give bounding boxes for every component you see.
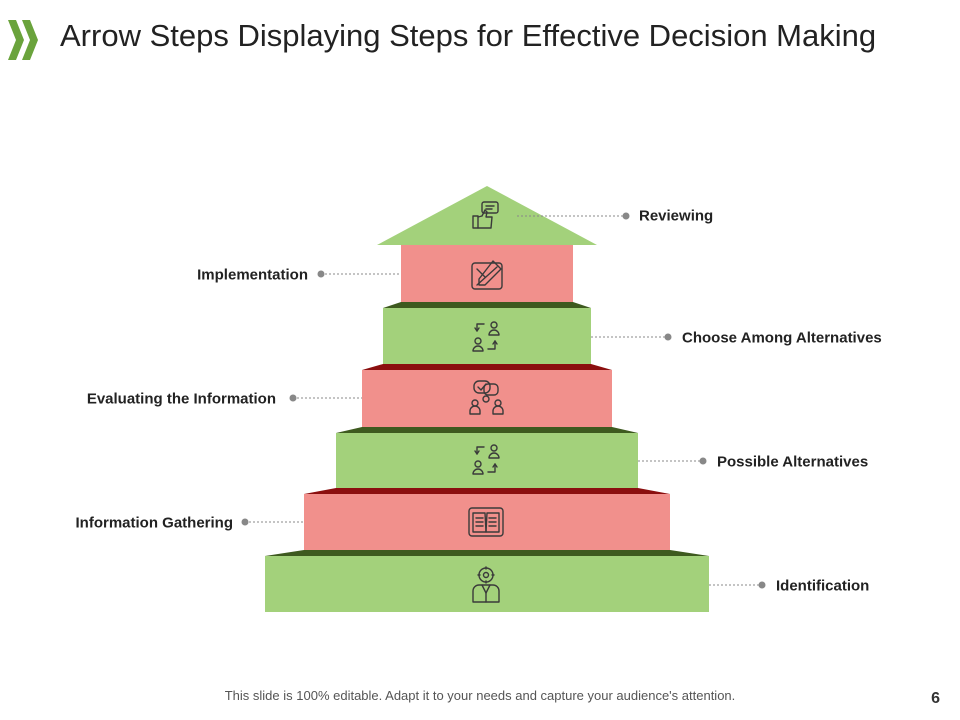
- step-gathering-top: [304, 488, 670, 494]
- open-book-icon: [468, 507, 504, 537]
- step-identification-top: [265, 550, 709, 556]
- step-possible-block: [336, 433, 638, 488]
- step-evaluating-block: [362, 370, 612, 427]
- team-discussion-icon: [469, 380, 504, 415]
- connector-dot-evaluating: [289, 394, 297, 402]
- step-label-choose-among-alternatives: Choose Among Alternatives: [682, 329, 882, 347]
- step-label-identification: Identification: [776, 577, 870, 595]
- connector-dot-possible: [699, 457, 707, 465]
- connector-dot-gathering: [241, 518, 249, 526]
- connector-dot-identification: [758, 581, 766, 589]
- page-title: Arrow Steps Displaying Steps for Effecti…: [60, 18, 877, 53]
- page-number: 6: [931, 690, 940, 707]
- step-label-evaluating-the-information: Evaluating the Information: [86, 390, 276, 408]
- swap-people-icon: [472, 444, 500, 475]
- step-evaluating-top: [362, 364, 612, 370]
- step-possible-top: [336, 427, 638, 433]
- step-label-information-gathering: Information Gathering: [75, 514, 234, 532]
- connector-dot-implementation: [317, 270, 325, 278]
- chevron-double-icon: [8, 20, 38, 60]
- step-label-reviewing: Reviewing: [639, 207, 714, 225]
- connector-dot-choose: [664, 333, 672, 341]
- step-label-possible-alternatives: Possible Alternatives: [717, 453, 869, 471]
- connector-dot-reviewing: [622, 212, 630, 220]
- step-choose-block: [383, 308, 591, 364]
- footer-note: This slide is 100% editable. Adapt it to…: [224, 688, 736, 703]
- thumbs-up-chat-icon: [472, 201, 499, 229]
- person-gear-icon: [472, 566, 500, 603]
- step-identification-block: [265, 556, 709, 612]
- step-implementation-block: [401, 245, 573, 302]
- tools-ruler-icon: [471, 260, 503, 290]
- swap-people-icon: [472, 321, 500, 352]
- step-choose-top: [383, 302, 591, 308]
- step-label-implementation: Implementation: [197, 266, 308, 284]
